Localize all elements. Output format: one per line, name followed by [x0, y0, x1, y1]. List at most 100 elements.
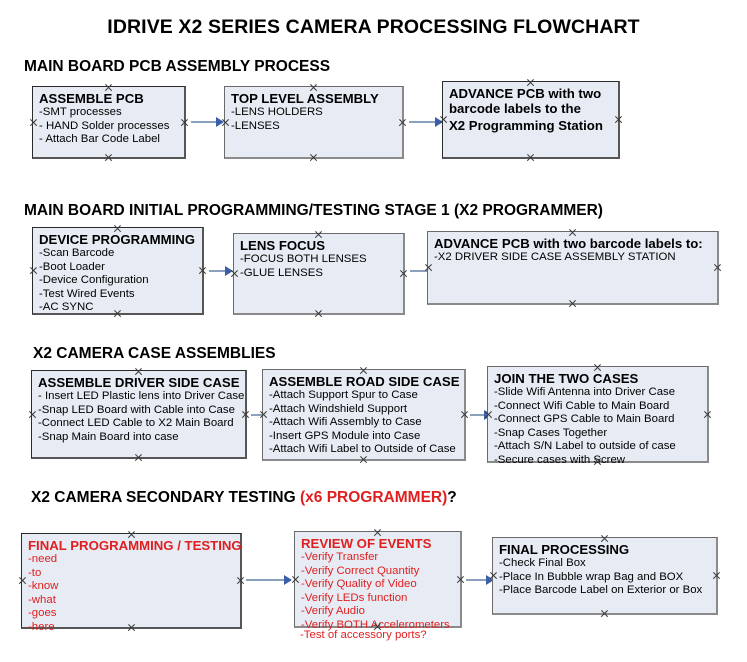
selection-handle-left[interactable]	[230, 269, 239, 278]
selection-handle-bottom[interactable]	[309, 153, 318, 162]
node-title: DEVICE PROGRAMMING	[39, 232, 196, 247]
connector-arrow	[409, 117, 443, 127]
connector-arrow	[466, 575, 494, 585]
arrowhead-icon	[216, 117, 224, 127]
node-item-list: -Slide Wifi Antenna into Driver Case -Co…	[494, 386, 702, 468]
node-lens-focus[interactable]: LENS FOCUS -FOCUS BOTH LENSES -GLUE LENS…	[233, 233, 405, 315]
list-item: -Verify Quality of Video	[301, 578, 417, 591]
node-title: TOP LEVEL ASSEMBLY	[231, 91, 379, 106]
list-item: -Scan Barcode	[39, 247, 115, 259]
node-review-of-events-overflow-item: -Test of accessory ports?	[300, 629, 427, 641]
node-item-list: -need -to -know -what -goes -here	[28, 553, 235, 635]
selection-handle-right[interactable]	[399, 269, 408, 278]
node-top-level-assembly[interactable]: TOP LEVEL ASSEMBLY -LENS HOLDERS -LENSES	[224, 86, 404, 159]
section-heading-case-assemblies: X2 CAMERA CASE ASSEMBLIES	[33, 345, 276, 362]
list-item: -goes	[28, 607, 57, 620]
list-item: -to	[28, 566, 42, 579]
list-item: -Verify BOTH Accelerometers	[301, 618, 450, 631]
list-item: barcode labels to the	[449, 101, 581, 116]
selection-handle-right[interactable]	[241, 410, 250, 419]
list-item: -here	[28, 620, 55, 633]
selection-handle-right[interactable]	[703, 410, 712, 419]
selection-handle-bottom[interactable]	[134, 453, 143, 462]
selection-handle-bottom[interactable]	[104, 153, 113, 162]
node-final-programming-testing[interactable]: FINAL PROGRAMMING / TESTING -need -to -k…	[18, 533, 245, 633]
list-item: -Verify Audio	[301, 605, 365, 618]
selection-handle-left[interactable]	[424, 263, 433, 272]
connector-arrow	[246, 575, 292, 585]
selection-handle-right[interactable]	[456, 575, 465, 584]
node-assemble-pcb[interactable]: ASSEMBLE PCB -SMT processes - HAND Solde…	[32, 86, 186, 159]
node-title: JOIN THE TWO CASES	[494, 371, 639, 386]
list-item: -LENS HOLDERS	[231, 106, 323, 118]
selection-handle-right[interactable]	[712, 571, 721, 580]
selection-handle-bottom[interactable]	[568, 299, 577, 308]
node-title: REVIEW OF EVENTS	[301, 536, 432, 551]
list-item: -Snap LED Board with Cable into Case	[38, 403, 235, 416]
list-item: -Device Configuration	[39, 274, 149, 287]
list-item: -Verify Transfer	[301, 551, 379, 563]
node-assemble-road-side-case[interactable]: ASSEMBLE ROAD SIDE CASE -Attach Support …	[262, 369, 466, 461]
list-item: -Attach S/N Label to outside of case	[494, 440, 676, 453]
node-title: FINAL PROGRAMMING / TESTING	[28, 538, 242, 553]
page-title: IDRIVE X2 SERIES CAMERA PROCESSING FLOWC…	[107, 16, 640, 38]
node-title: ASSEMBLE ROAD SIDE CASE	[269, 374, 460, 389]
selection-handle-left[interactable]	[489, 571, 498, 580]
list-item: -Verify Correct Quantity	[301, 564, 420, 577]
node-title: ASSEMBLE PCB	[39, 91, 144, 106]
selection-handle-left[interactable]	[29, 118, 38, 127]
node-review-of-events[interactable]: REVIEW OF EVENTS -Verify Transfer -Verif…	[291, 531, 465, 631]
node-device-programming[interactable]: DEVICE PROGRAMMING -Scan Barcode -Boot L…	[32, 227, 204, 315]
node-advance-pcb-programming-station[interactable]: ADVANCE PCB with two barcode labels to t…	[442, 81, 620, 159]
list-item: -Attach Support Spur to Case	[269, 389, 418, 401]
list-item: -Snap Main Board into case	[38, 430, 179, 443]
selection-handle-left[interactable]	[291, 575, 300, 584]
list-item: - Insert LED Plastic lens into Driver Ca…	[38, 390, 245, 402]
node-title: FINAL PROCESSING	[499, 542, 630, 557]
node-join-the-two-cases[interactable]: JOIN THE TWO CASES -Slide Wifi Antenna i…	[484, 366, 712, 466]
list-item: -X2 DRIVER SIDE CASE ASSEMBLY STATION	[434, 251, 676, 263]
selection-handle-bottom[interactable]	[600, 609, 609, 618]
selection-handle-left[interactable]	[28, 410, 37, 419]
list-item: -know	[28, 580, 59, 593]
selection-handle-right[interactable]	[398, 118, 407, 127]
list-item: -Connect LED Cable to X2 Main Board	[38, 417, 234, 430]
list-item: -FOCUS BOTH LENSES	[240, 253, 367, 265]
list-item: - HAND Solder processes	[39, 119, 170, 132]
selection-handle-left[interactable]	[18, 576, 27, 585]
node-item-list: -FOCUS BOTH LENSES -GLUE LENSES	[240, 253, 398, 280]
connector-shaft	[470, 414, 485, 416]
node-item-list: - Insert LED Plastic lens into Driver Ca…	[38, 390, 245, 444]
connector-arrow	[191, 117, 224, 127]
selection-handle-left[interactable]	[29, 266, 38, 275]
selection-handle-bottom[interactable]	[314, 309, 323, 318]
connector-shaft	[246, 579, 285, 581]
selection-handle-left[interactable]	[484, 410, 493, 419]
list-item: -LENSES	[231, 119, 280, 132]
list-item: -Connect GPS Cable to Main Board	[494, 413, 675, 426]
selection-handle-bottom[interactable]	[526, 153, 535, 162]
selection-handle-right[interactable]	[614, 115, 623, 124]
arrowhead-icon	[284, 575, 292, 585]
list-item: -Verify LEDs function	[301, 591, 408, 604]
list-item: -Connect Wifi Cable to Main Board	[494, 399, 670, 412]
selection-handle-right[interactable]	[460, 410, 469, 419]
selection-handle-right[interactable]	[180, 118, 189, 127]
selection-handle-right[interactable]	[198, 266, 207, 275]
selection-handle-left[interactable]	[259, 410, 268, 419]
list-item: -need	[28, 553, 58, 565]
selection-handle-right[interactable]	[236, 576, 245, 585]
list-item: -Place Barcode Label on Exterior or Box	[499, 584, 703, 597]
selection-handle-left[interactable]	[221, 118, 230, 127]
selection-handle-right[interactable]	[713, 263, 722, 272]
node-final-processing[interactable]: FINAL PROCESSING -Check Final Box -Place…	[492, 537, 718, 615]
node-assemble-driver-side-case[interactable]: ASSEMBLE DRIVER SIDE CASE - Insert LED P…	[31, 370, 247, 459]
node-item-list: -SMT processes - HAND Solder processes -…	[39, 106, 179, 147]
selection-handle-left[interactable]	[439, 115, 448, 124]
node-advance-pcb-driver-side-station[interactable]: ADVANCE PCB with two barcode labels to: …	[427, 231, 719, 305]
list-item: -Boot Loader	[39, 260, 105, 273]
list-item: -Slide Wifi Antenna into Driver Case	[494, 386, 676, 398]
node-item-list: -Scan Barcode -Boot Loader -Device Confi…	[39, 247, 197, 315]
section-heading-main: X2 CAMERA SECONDARY TESTING	[31, 489, 300, 506]
node-title: ASSEMBLE DRIVER SIDE CASE	[38, 375, 240, 390]
